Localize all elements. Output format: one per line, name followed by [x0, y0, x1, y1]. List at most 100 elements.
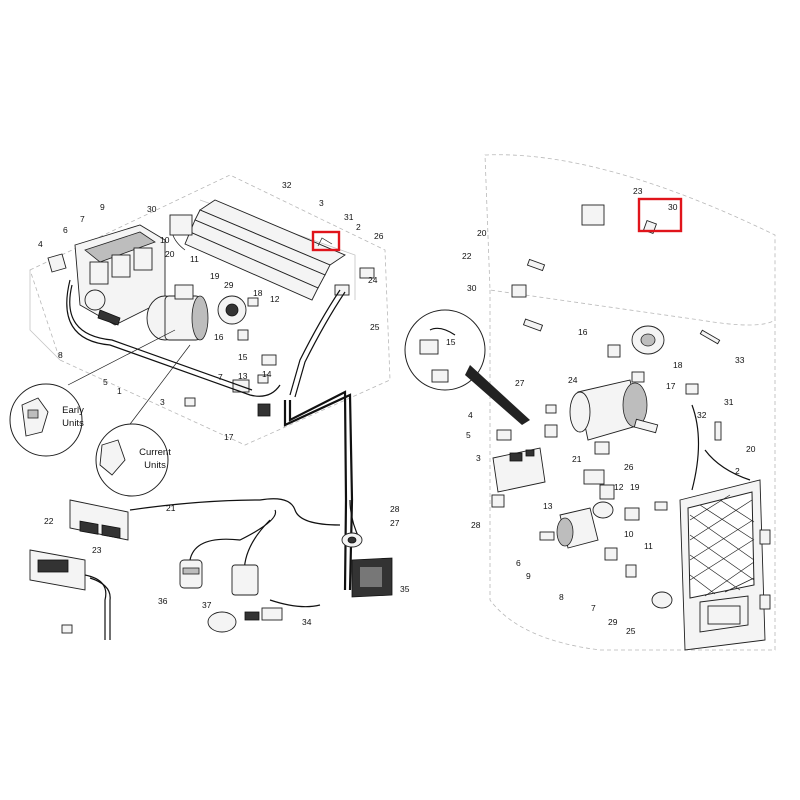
part-number-label: 17 — [666, 381, 676, 391]
part-number-label: 22 — [462, 251, 472, 261]
right-housing-top — [484, 154, 776, 326]
part-number-label: 27 — [390, 518, 400, 528]
highlight-left-part — [311, 230, 341, 252]
keypad — [351, 557, 393, 598]
part-number-label: 12 — [614, 482, 624, 492]
part-number-label: 18 — [673, 360, 683, 370]
left-diagram: Early Units Current Units — [9, 174, 393, 640]
part-number-label: 7 — [591, 603, 596, 613]
part-number-label: 13 — [238, 371, 248, 381]
part-number-label: 32 — [282, 180, 292, 190]
part-number-label: 31 — [724, 397, 734, 407]
callout-early-label: Early — [62, 405, 84, 416]
callout-current-label: Current — [139, 447, 171, 458]
relay — [496, 429, 512, 441]
part-11 — [624, 507, 640, 521]
part-number-label: 33 — [735, 355, 745, 365]
part-8 — [604, 547, 618, 561]
part-number-label: 1 — [117, 386, 122, 396]
part-number-label: 20 — [746, 444, 756, 454]
part-number-label: 15 — [446, 337, 456, 347]
fuse-holder — [544, 424, 558, 438]
callout-current-label-2: Units — [144, 460, 166, 471]
part-number-label: 4 — [468, 410, 473, 420]
part-number-label: 31 — [344, 212, 354, 222]
part-19 — [654, 501, 668, 511]
leader-early — [67, 329, 176, 386]
right-small-parts — [511, 204, 722, 455]
part-number-label: 16 — [214, 332, 224, 342]
part-number-label: 3 — [476, 453, 481, 463]
part-number-label: 28 — [390, 504, 400, 514]
part-number-label: 34 — [302, 617, 312, 627]
part-number-label: 20 — [477, 228, 487, 238]
part-number-label: 9 — [100, 202, 105, 212]
part-number-label: 19 — [630, 482, 640, 492]
part-number-label: 19 — [210, 271, 220, 281]
highlight-right-part — [637, 197, 683, 233]
part-number-label: 21 — [572, 454, 582, 464]
connector-28 — [491, 494, 505, 508]
part-number-label: 24 — [368, 275, 378, 285]
unit-housing-edge — [29, 270, 61, 361]
motor — [146, 284, 247, 341]
right-housing-body — [489, 290, 776, 651]
alternator — [631, 325, 665, 355]
callout-early-label-2: Units — [62, 418, 84, 429]
part-25 — [651, 591, 673, 609]
sensors — [179, 559, 283, 633]
part-number-label: 27 — [515, 378, 525, 388]
part-number-label: 24 — [568, 375, 578, 385]
starter — [539, 507, 599, 549]
part-number-label: 20 — [165, 249, 175, 259]
engine — [47, 224, 166, 326]
evaporator-motor — [569, 379, 659, 441]
part-number-label: 29 — [608, 617, 618, 627]
part-number-label: 23 — [633, 186, 643, 196]
battery — [492, 447, 546, 493]
part-number-label: 22 — [44, 516, 54, 526]
part-number-label: 10 — [160, 235, 170, 245]
part-number-label: 11 — [644, 541, 653, 551]
wire-harness — [129, 390, 361, 608]
part-number-label: 17 — [224, 432, 234, 442]
part-number-label: 29 — [224, 280, 234, 290]
part-number-label: 37 — [202, 600, 212, 610]
part-number-label: 2 — [735, 466, 740, 476]
part-number-label: 6 — [63, 225, 68, 235]
part-number-label: 8 — [58, 350, 63, 360]
condenser-coil — [171, 199, 346, 301]
callout-current-units: Current Units — [95, 423, 171, 497]
part-number-label: 11 — [190, 254, 199, 264]
part-number-label: 25 — [370, 322, 380, 332]
part-number-label: 30 — [147, 204, 157, 214]
part-number-label: 12 — [270, 294, 280, 304]
part-number-label: 18 — [253, 288, 263, 298]
part-number-label: 30 — [467, 283, 477, 293]
part-number-label: 2 — [356, 222, 361, 232]
controller-panel — [69, 499, 129, 541]
part-number-label: 26 — [624, 462, 634, 472]
part-number-label: 8 — [559, 592, 564, 602]
part-12b — [599, 484, 615, 500]
part-number-label: 36 — [158, 596, 168, 606]
part-12 — [583, 469, 605, 485]
part-number-label: 25 — [626, 626, 636, 636]
part-number-label: 23 — [92, 545, 102, 555]
part-number-label: 14 — [262, 369, 272, 379]
part-number-label: 7 — [218, 372, 223, 382]
part-number-label: 4 — [38, 239, 43, 249]
part-number-label: 28 — [471, 520, 481, 530]
part-number-label: 3 — [160, 397, 165, 407]
display-unit — [29, 549, 111, 640]
part-number-label: 30 — [668, 202, 678, 212]
part-number-label: 32 — [697, 410, 707, 420]
part-number-label: 5 — [466, 430, 471, 440]
part-number-label: 7 — [80, 214, 85, 224]
right-diagram — [404, 154, 776, 651]
part-number-label: 6 — [516, 558, 521, 568]
part-number-label: 5 — [103, 377, 108, 387]
